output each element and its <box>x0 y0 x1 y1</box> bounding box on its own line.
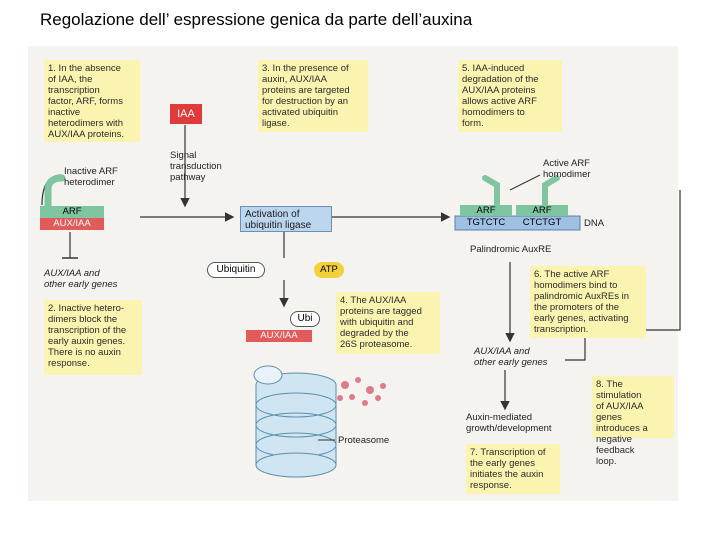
signal-transduction-label: Signal transduction pathway <box>170 150 222 183</box>
seq-right: CTCTGT <box>522 217 562 228</box>
inactive-arf-label: Inactive ARF heterodimer <box>64 166 118 188</box>
page-title: Regolazione dell’ espressione genica da … <box>40 10 473 29</box>
ubiquitin-pill: Ubiquitin <box>207 262 265 278</box>
note-step-5: 5. IAA-induced degradation of the AUX/IA… <box>458 60 562 132</box>
atp-badge: ATP <box>314 262 344 278</box>
aux-genes-right-label: AUX/IAA and other early genes <box>474 346 548 368</box>
proteasome-icon <box>253 365 337 478</box>
growth-label: Auxin-mediated growth/development <box>466 412 552 434</box>
active-arf-label: Active ARF homodimer <box>543 158 591 180</box>
arf-right-right-tag: ARF <box>516 205 568 216</box>
seq-left: TGTCTC <box>466 217 506 228</box>
active-arf-pointer <box>509 174 541 191</box>
note-step-6: 6. The active ARF homodimers bind to pal… <box>530 266 646 338</box>
palindromic-auxre-label: Palindromic AuxRE <box>470 244 552 255</box>
arf-right-left-tag: ARF <box>460 205 512 216</box>
dna-label: DNA <box>584 218 605 229</box>
aux-iaa-left-tag: AUX/IAA <box>40 218 104 230</box>
proteasome-label: Proteasome <box>338 435 390 446</box>
peptide-fragments-icon <box>337 377 386 406</box>
aux-genes-left-label: AUX/IAA and other early genes <box>44 268 118 290</box>
note-step-1: 1. In the absence of IAA, the transcript… <box>44 60 140 142</box>
ubi-pill: Ubi <box>290 311 320 327</box>
iaa-box: IAA <box>170 104 202 124</box>
arf-left-tag: ARF <box>40 206 104 218</box>
note-step-3: 3. In the presence of auxin, AUX/IAA pro… <box>258 60 368 132</box>
note-step-8: 8. The stimulation of AUX/IAA genes intr… <box>592 376 674 467</box>
note-step-2: 2. Inactive hetero- dimers block the tra… <box>44 300 142 375</box>
aux-iaa-tagged: AUX/IAA <box>246 330 312 342</box>
note-step-7: 7. Transcription of the early genes init… <box>466 444 560 494</box>
ubiquitin-ligase-box: Activation of ubiquitin ligase <box>240 206 332 232</box>
note-step-4: 4. The AUX/IAA proteins are tagged with … <box>336 292 440 354</box>
